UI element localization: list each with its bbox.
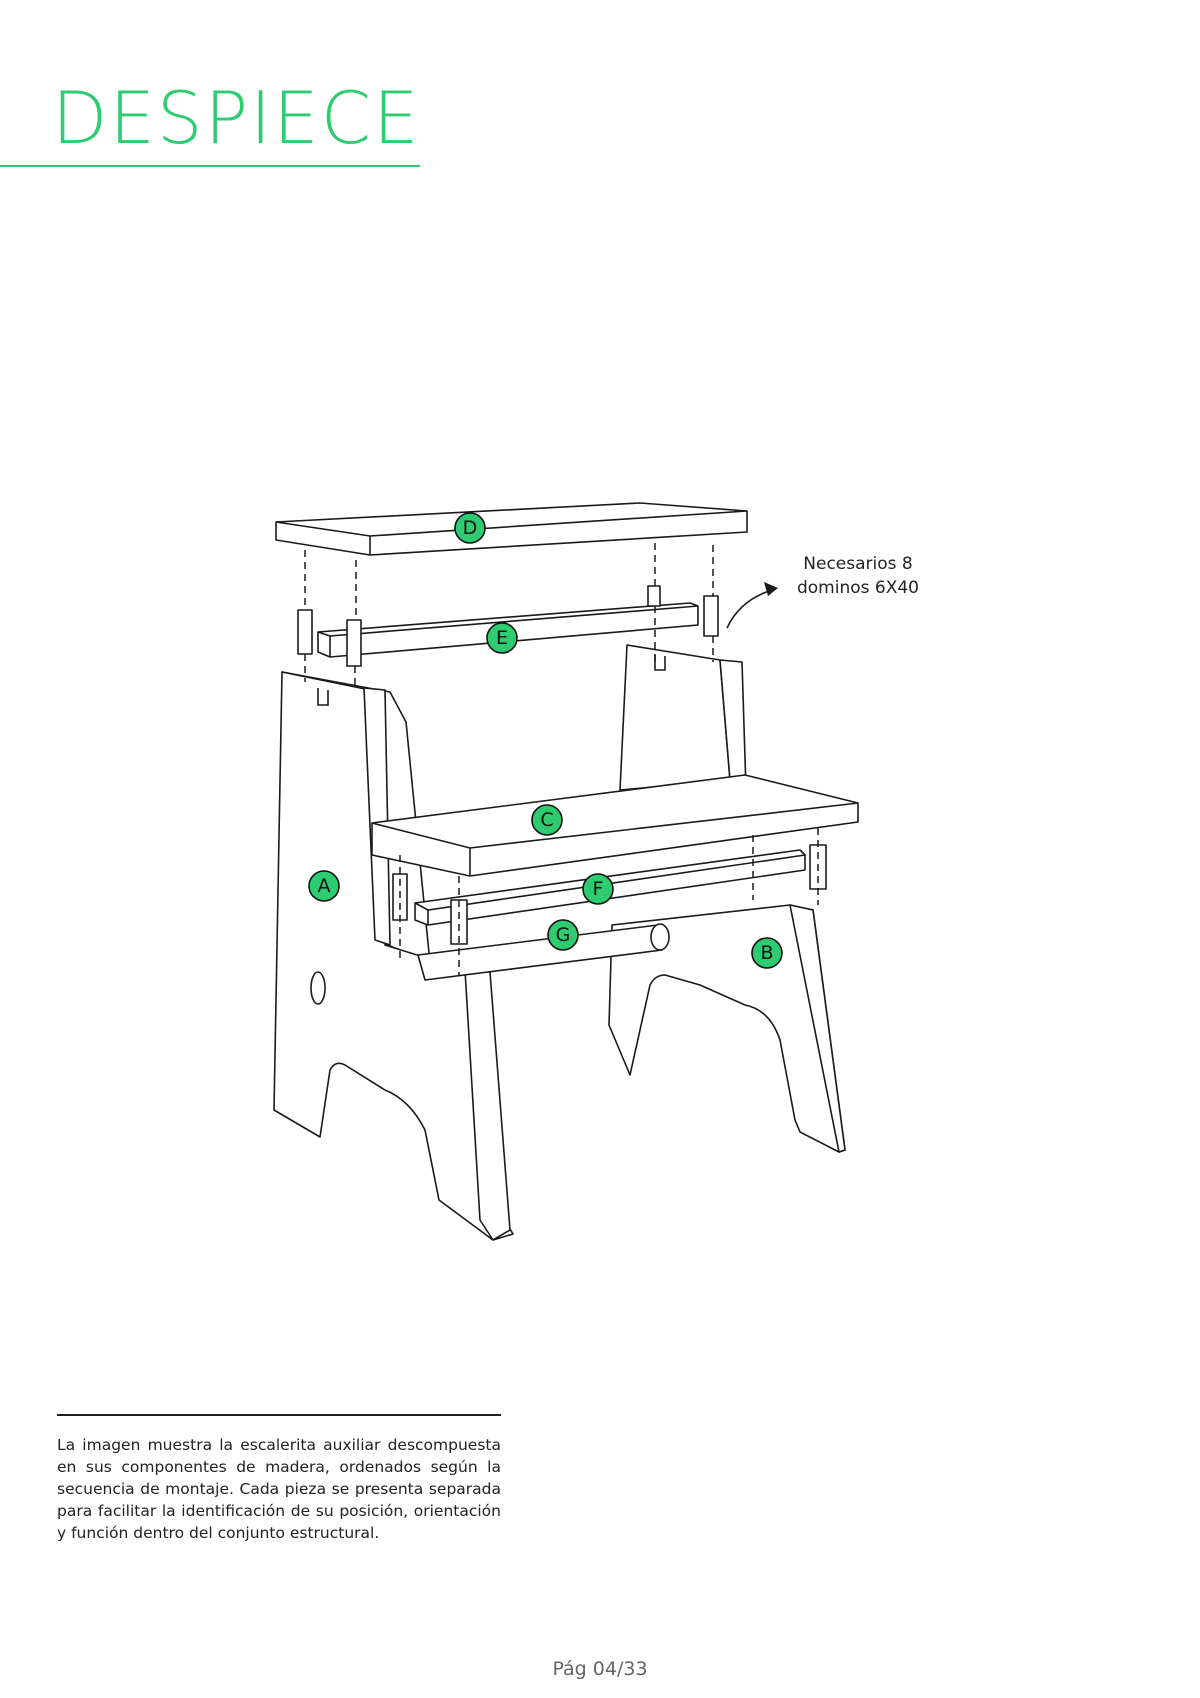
domino-note-line-1: Necesarios 8	[803, 554, 912, 574]
note-arrow-head	[764, 582, 778, 596]
part-badge-g: G	[547, 919, 579, 951]
page-title: DESPIECE	[52, 76, 421, 160]
domino-note-line-2: dominos 6X40	[797, 578, 919, 598]
title-underline	[0, 165, 420, 167]
exploded-view-svg: Necesarios 8 dominos 6X40 D E C A F G	[273, 502, 919, 1241]
part-badge-f: F	[582, 873, 614, 905]
description-paragraph: La imagen muestra la escalerita auxiliar…	[57, 1436, 501, 1542]
step-board-c	[371, 774, 859, 877]
svg-text:B: B	[760, 942, 773, 964]
assembly-guides	[304, 543, 819, 975]
svg-text:D: D	[463, 517, 478, 539]
part-badge-d: D	[454, 512, 486, 544]
part-badge-e: E	[486, 622, 518, 654]
top-board-d	[275, 502, 748, 556]
part-badge-a: A	[308, 870, 340, 902]
side-panel-b	[608, 644, 846, 1153]
exploded-view-drawing: Necesarios 8 dominos 6X40 D E C A F G	[0, 480, 1200, 1260]
part-badge-b: B	[751, 937, 783, 969]
note-arrow	[726, 589, 773, 629]
svg-text:F: F	[593, 878, 604, 900]
svg-text:E: E	[496, 627, 508, 649]
description-divider	[57, 1414, 501, 1416]
part-badge-c: C	[531, 804, 563, 836]
svg-text:G: G	[556, 924, 571, 946]
svg-text:A: A	[318, 875, 331, 897]
svg-text:C: C	[540, 809, 553, 831]
page-number: Pág 04/33	[552, 1658, 648, 1680]
